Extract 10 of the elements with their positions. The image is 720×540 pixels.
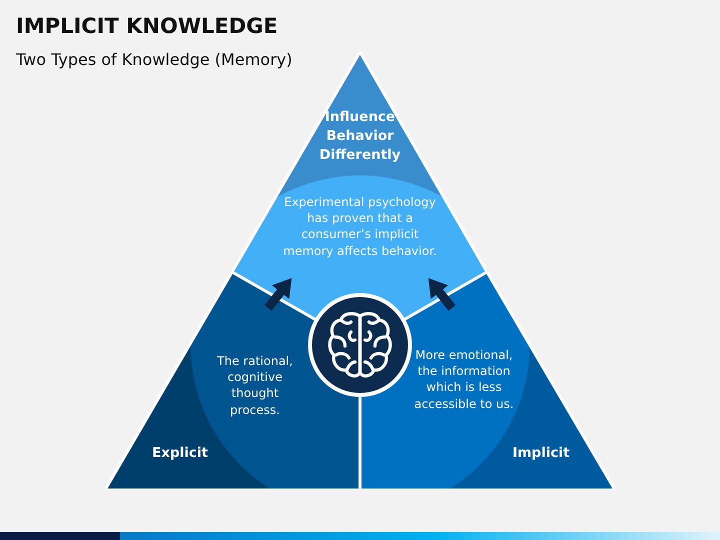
block-arrow (428, 278, 456, 311)
segment-heading: Implicit (511, 444, 571, 463)
segment-description: More emotional, the information which is less accessible to us. (414, 347, 514, 412)
title: IMPLICIT KNOWLEDGE (16, 14, 278, 38)
block-arrow (264, 278, 292, 311)
segment-description: Experimental psychology has proven that a consumer’s implicit memory affects behavior. (282, 194, 438, 259)
segment-heading: Explicit (151, 444, 209, 463)
subtitle: Two Types of Knowledge (Memory) (16, 50, 292, 69)
segment-description: The rational, cognitive thought process. (216, 353, 294, 418)
segment-heading: Influence Behavior Differently (318, 108, 402, 165)
